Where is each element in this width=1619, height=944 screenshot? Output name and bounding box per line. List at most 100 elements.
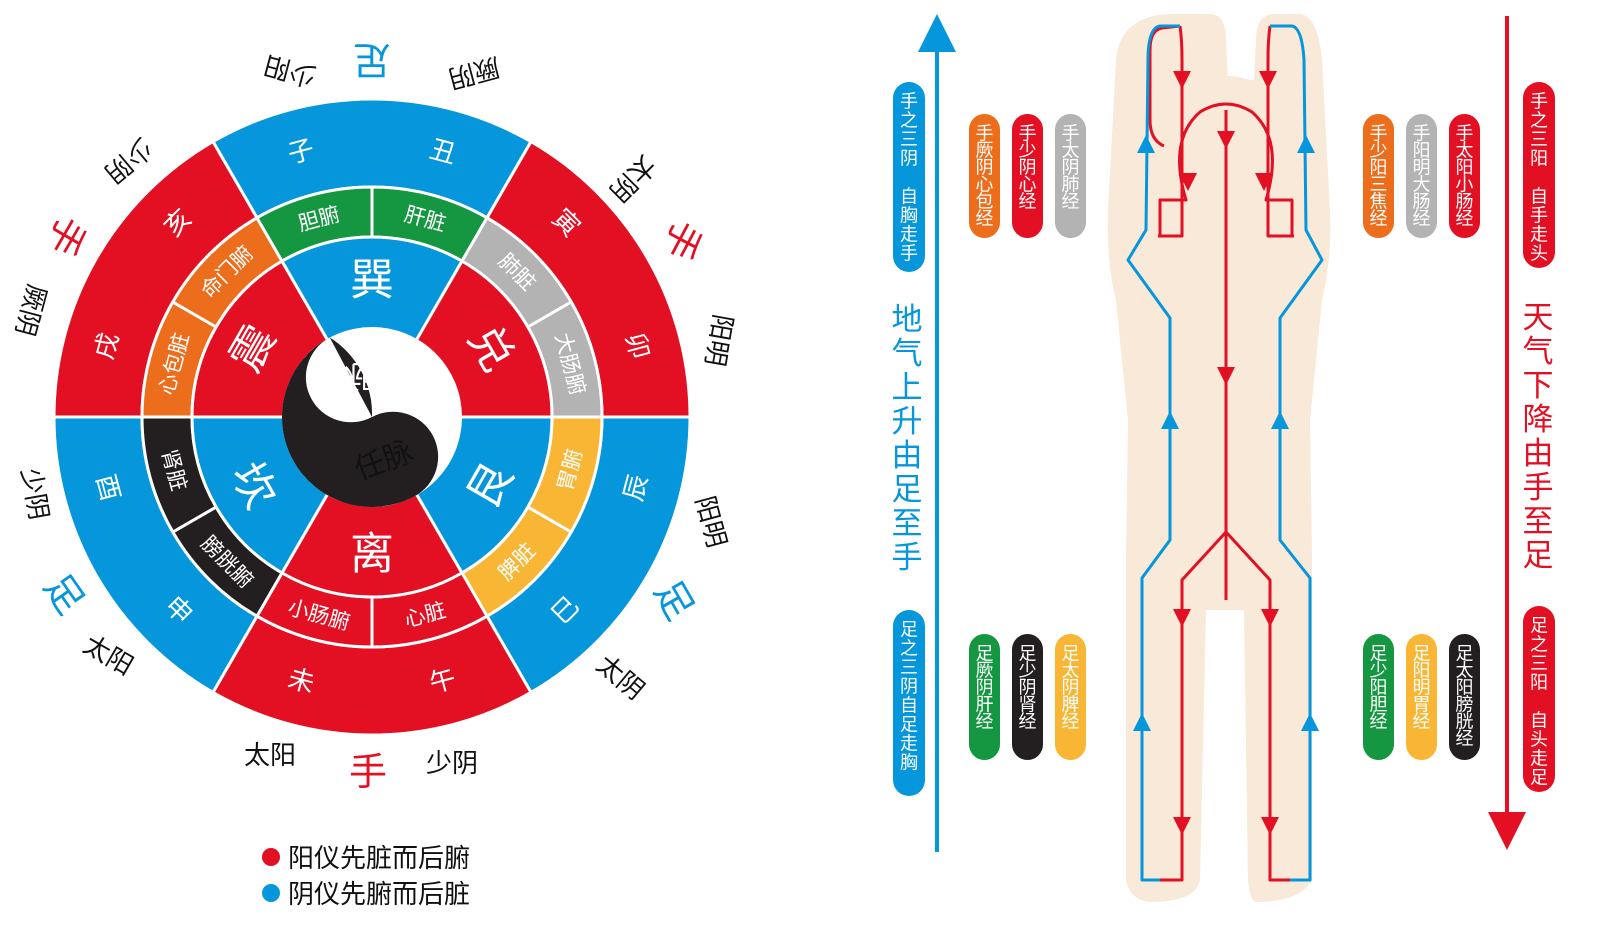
outside-label-bottom-right: 少阴	[426, 749, 478, 779]
vertical-label-char: 足	[1062, 644, 1080, 665]
outside-label-upper-left-a: 厥阴	[9, 281, 51, 339]
vertical-label-char: 心	[1019, 175, 1037, 196]
vertical-label-char: 阴	[900, 677, 918, 698]
meridian-pill-rb-0-bg	[1363, 634, 1394, 760]
vertical-label-char: 三	[900, 658, 918, 679]
vertical-label-char: 头	[1530, 730, 1548, 751]
meridian-wheel: 巳午未申酉戌亥子丑寅卯辰脾脏心脏小肠腑膀胱腑肾脏心包脏命门腑胆腑肝脏肺脏大肠腑胃…	[52, 97, 692, 737]
flow-arrowhead	[1271, 411, 1289, 429]
outside-label-lower-right-a: 阳明	[689, 493, 731, 551]
vertical-label-char: 上	[892, 370, 923, 406]
vertical-label-char: 经	[976, 712, 994, 733]
vertical-label-char: 足	[1019, 644, 1037, 665]
vertical-label-char: 由	[892, 438, 923, 474]
right-bottom-pill-bg	[1523, 606, 1555, 792]
vertical-label-char: 三	[900, 130, 918, 151]
vertical-label-char: 手	[1523, 470, 1554, 506]
vertical-label-char: 手	[1062, 124, 1080, 145]
vertical-label-char: 足	[1530, 616, 1548, 637]
outside-label-upper-right-hand: 手	[654, 213, 711, 267]
flow-arrowhead	[1255, 173, 1273, 191]
vertical-label-char: 天	[1523, 300, 1554, 336]
vertical-label-char: 下	[1523, 368, 1554, 404]
vertical-label-char: 经	[1456, 729, 1474, 750]
vertical-label-char: 足	[892, 472, 923, 508]
vertical-label-char: 明	[1413, 158, 1431, 179]
outside-label-lower-left-a: 太阳	[78, 630, 138, 682]
vertical-label-char: 少	[1370, 661, 1388, 682]
vertical-label-char: 包	[976, 192, 994, 213]
vertical-label-char: 厥	[976, 141, 994, 162]
vertical-label-char: 手	[1019, 124, 1037, 145]
vertical-label-char: 阳	[1530, 673, 1548, 694]
vertical-label-char: 肺	[1062, 175, 1080, 196]
vertical-label-char: 肠	[1413, 192, 1431, 213]
left-bottom-pill-bg	[893, 610, 925, 796]
vertical-label-char: 自	[1530, 187, 1548, 208]
vertical-label-char: 阳	[1530, 149, 1548, 170]
red-meridian-leg-left	[1160, 530, 1228, 882]
flow-arrowhead	[1179, 173, 1197, 191]
vertical-label-char: 阳	[1370, 678, 1388, 699]
legend-yang: 阳仪先脏而后腑	[262, 838, 470, 875]
vertical-label-char: 明	[1413, 678, 1431, 699]
blue-meridian-left	[1126, 24, 1180, 882]
outside-label-top-right: 厥阴	[445, 51, 503, 93]
vertical-label-char: 手	[900, 244, 918, 265]
vertical-label-char: 走	[900, 225, 918, 246]
vertical-label-char: 手	[1370, 124, 1388, 145]
red-meridian-leg-right	[1224, 530, 1290, 882]
vertical-label-char: 足	[1370, 644, 1388, 665]
vertical-label-char: 由	[1523, 436, 1554, 472]
vertical-label-char: 胃	[1413, 695, 1431, 716]
vertical-label-char: 经	[1062, 712, 1080, 733]
meridian-pill-lb-1-bg	[1012, 634, 1043, 760]
vertical-label-char: 之	[900, 111, 918, 132]
vertical-label-char: 肝	[976, 695, 994, 716]
vertical-label-char: 胱	[1456, 712, 1474, 733]
vertical-label-char: 气	[892, 336, 923, 372]
vertical-label-char: 走	[1530, 749, 1548, 770]
vertical-label-char: 脾	[1062, 695, 1080, 716]
vertical-label-char: 足	[900, 715, 918, 736]
meridian-pill-lb-0-bg	[969, 634, 1000, 760]
vertical-label-char: 足	[900, 620, 918, 641]
vertical-label-char: 胸	[900, 206, 918, 227]
flow-arrowhead	[1173, 71, 1191, 89]
vertical-label-char: 肠	[1456, 192, 1474, 213]
vertical-label-char: 自	[1530, 711, 1548, 732]
body-meridian-diagram: 地气上升由足至手天气下降由手至足手之三阴自胸走手足之三阴自足走胸手之三阳自手走头…	[892, 14, 1555, 902]
meridian-pill-lt-2-bg	[1055, 114, 1086, 238]
vertical-label-char: 手	[900, 92, 918, 113]
vertical-label-char: 厥	[976, 661, 994, 682]
vertical-label-char: 经	[1413, 209, 1431, 230]
vertical-label-char: 少	[1019, 661, 1037, 682]
outside-label-lower-right-foot: 足	[645, 573, 702, 628]
flow-arrowhead	[1301, 713, 1319, 731]
outside-label-bottom-mid: 手	[349, 750, 387, 794]
vertical-label-char: 手	[1456, 124, 1474, 145]
flow-arrowhead	[1173, 817, 1191, 835]
meridian-pill-rt-1-bg	[1406, 114, 1437, 238]
vertical-label-char: 少	[1370, 141, 1388, 162]
blue-meridian-right	[1270, 24, 1324, 882]
vertical-label-char: 手	[976, 124, 994, 145]
meridian-pill-rb-1-bg	[1406, 634, 1437, 760]
yin-yang-dark-group	[282, 337, 439, 507]
vertical-label-char: 太	[1062, 141, 1080, 162]
vertical-label-char: 走	[900, 734, 918, 755]
flow-arrowhead	[1137, 135, 1155, 153]
vertical-label-char: 心	[976, 175, 994, 196]
vertical-label-char: 阴	[1019, 158, 1037, 179]
vertical-label-char: 膀	[1456, 695, 1474, 716]
vertical-label-char: 足	[1530, 768, 1548, 789]
vertical-label-char: 经	[1370, 712, 1388, 733]
vertical-label-char: 阳	[1413, 661, 1431, 682]
